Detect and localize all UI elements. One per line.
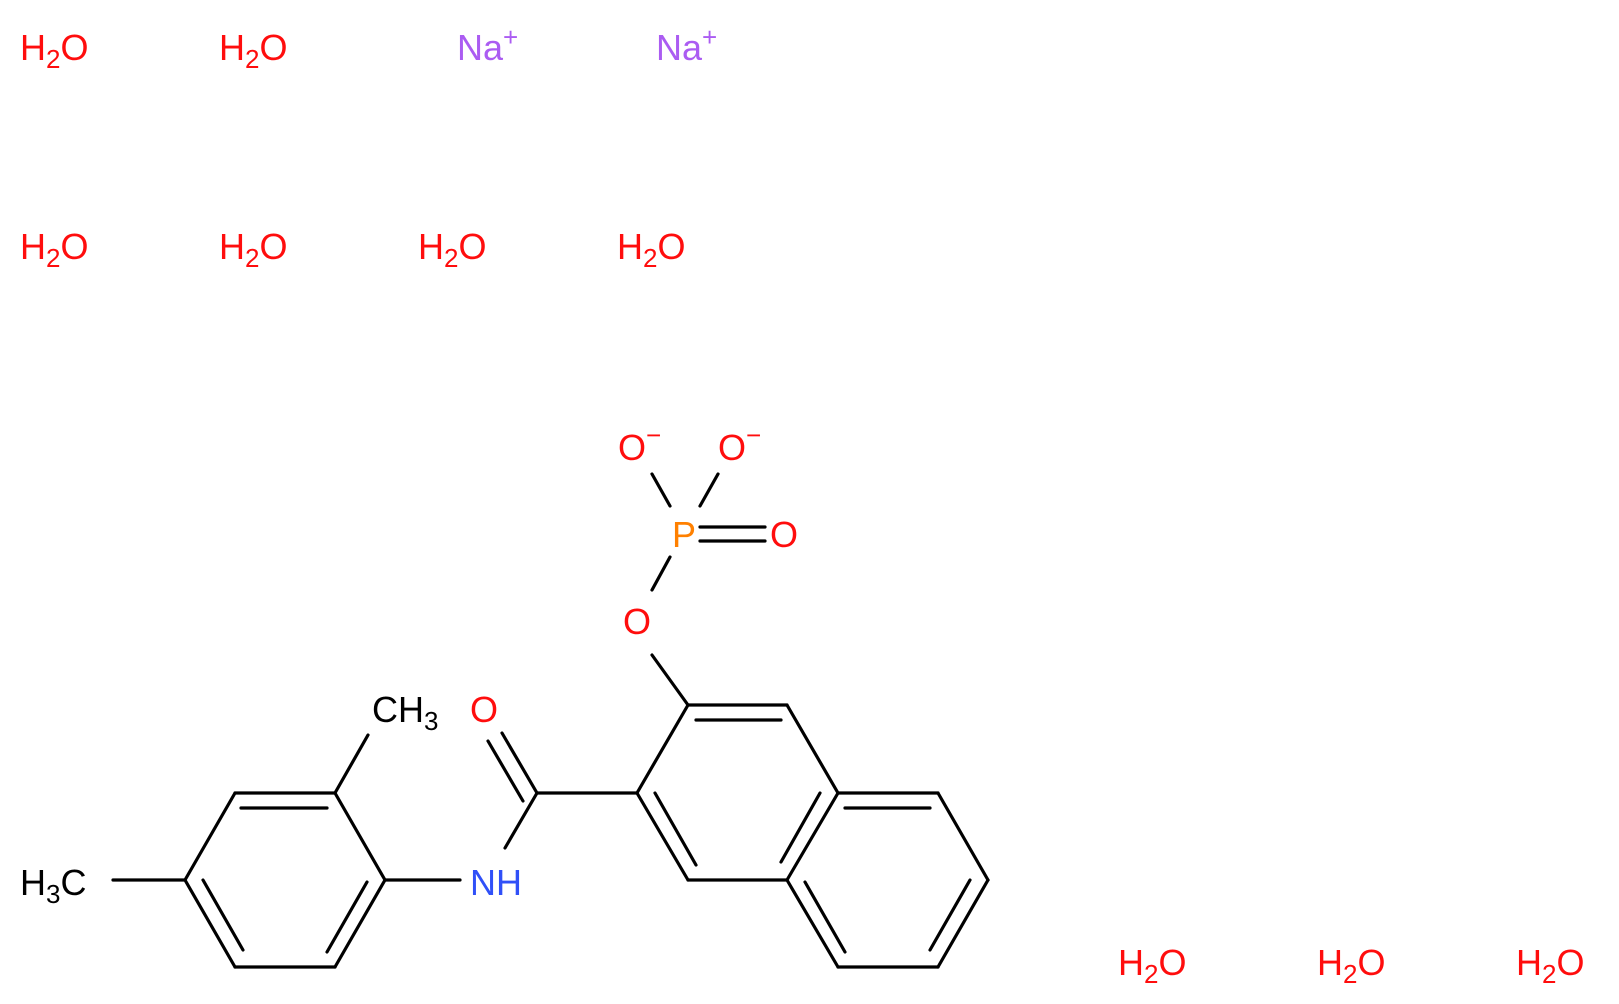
water: H2O [1516,942,1584,989]
sodium-ion: Na+ [457,22,518,68]
bond [650,555,672,592]
bond [333,878,387,969]
bond [325,880,369,954]
water: H2O [20,27,88,74]
water: H2O [219,226,287,273]
atom-labels: O− O− P O O O NH CH3 H3C [20,420,798,909]
oxygen-double-bond: O [770,514,798,555]
bond [183,878,237,969]
oxygen-carbonyl: O [470,689,498,730]
bond [936,878,990,969]
bond [936,791,990,882]
sodium-ions: Na+ Na+ [457,22,717,68]
water: H2O [1317,942,1385,989]
oxygen-anion-right: O− [718,420,761,468]
water: H2O [1118,942,1186,989]
bond [503,791,539,850]
bond [785,791,840,882]
bond [333,791,387,882]
water: H2O [20,226,88,273]
methyl-left: H3C [20,862,86,909]
bond [500,731,539,795]
phosphorus-atom: P [672,514,696,555]
bond [803,880,847,954]
bond [650,653,690,707]
bond [333,733,370,795]
oxygen-anion-left: O− [618,420,661,468]
sodium-ion: Na+ [656,22,717,68]
bond [779,791,822,864]
oxygen-ester: O [623,601,651,642]
bonds [111,472,990,969]
amide-nh: NH [470,862,522,903]
bond [486,739,525,803]
water: H2O [617,226,685,273]
water: H2O [219,27,287,74]
bond [928,878,972,952]
bond [785,703,840,795]
bond [201,878,245,952]
bond [635,703,690,795]
bond [635,791,690,882]
bond [653,791,698,867]
bond [183,791,237,882]
methyl-top: CH3 [372,689,438,736]
bond [650,472,672,508]
bond [698,472,720,508]
water-molecules: H2O H2O H2O H2O H2O H2O H2O H2O H2O [20,27,1584,989]
bond [785,878,840,969]
water: H2O [418,226,486,273]
